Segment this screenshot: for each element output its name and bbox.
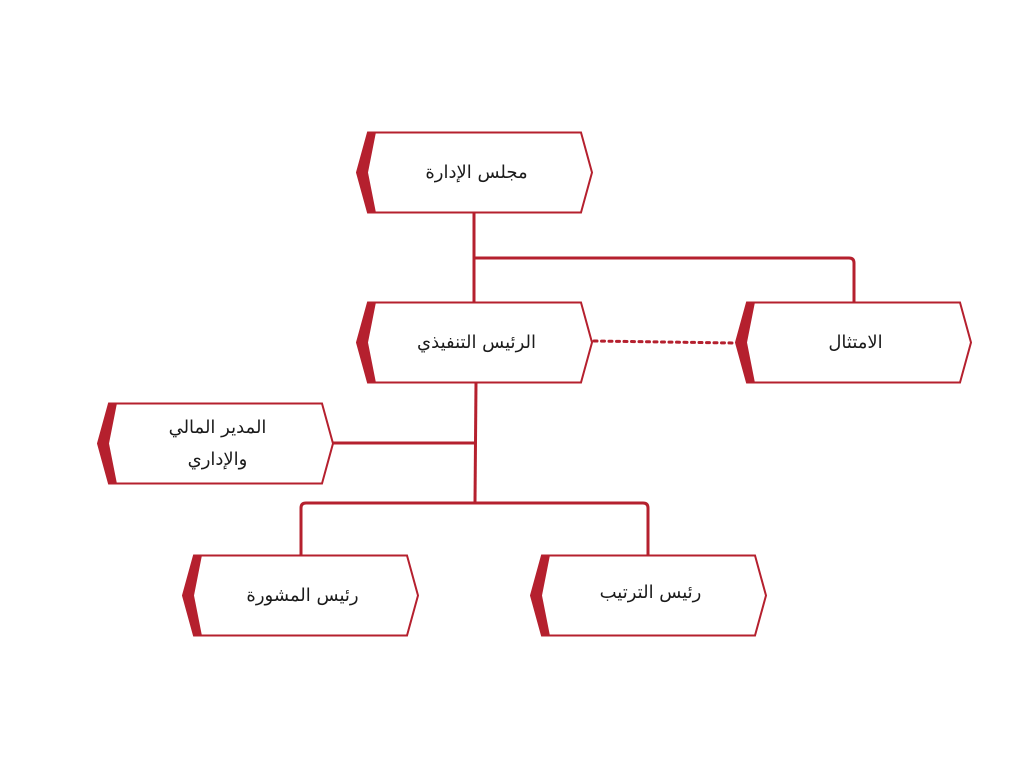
node-ceo-label: الرئيس التنفيذي bbox=[417, 331, 536, 353]
node-cfo-label: المدير المالي والإداري bbox=[168, 416, 267, 470]
node-compliance-label: الامتثال bbox=[828, 331, 883, 353]
node-arrangement-head[interactable]: رئيس الترتيب bbox=[529, 554, 768, 637]
node-cfo[interactable]: المدير المالي والإداري bbox=[96, 402, 335, 485]
node-ceo-shape bbox=[355, 301, 594, 384]
node-arrangement-head-shape bbox=[529, 554, 768, 637]
connector-ceo-compliance-dotted bbox=[592, 339, 736, 345]
node-compliance[interactable]: الامتثال bbox=[734, 301, 973, 384]
node-advisory-head[interactable]: رئيس المشورة bbox=[181, 554, 420, 637]
node-cfo-shape bbox=[96, 402, 335, 485]
node-advisory-head-shape bbox=[181, 554, 420, 637]
node-advisory-head-label: رئيس المشورة bbox=[246, 584, 359, 606]
node-compliance-shape bbox=[734, 301, 973, 384]
node-board-shape bbox=[355, 131, 594, 214]
node-ceo[interactable]: الرئيس التنفيذي bbox=[355, 301, 594, 384]
connector-bottom-bus bbox=[299, 501, 650, 556]
node-board-label: مجلس الإدارة bbox=[425, 161, 528, 183]
node-arrangement-head-label: رئيس الترتيب bbox=[599, 581, 702, 603]
node-board[interactable]: مجلس الإدارة bbox=[355, 131, 594, 214]
connector-board-compliance bbox=[474, 256, 856, 302]
